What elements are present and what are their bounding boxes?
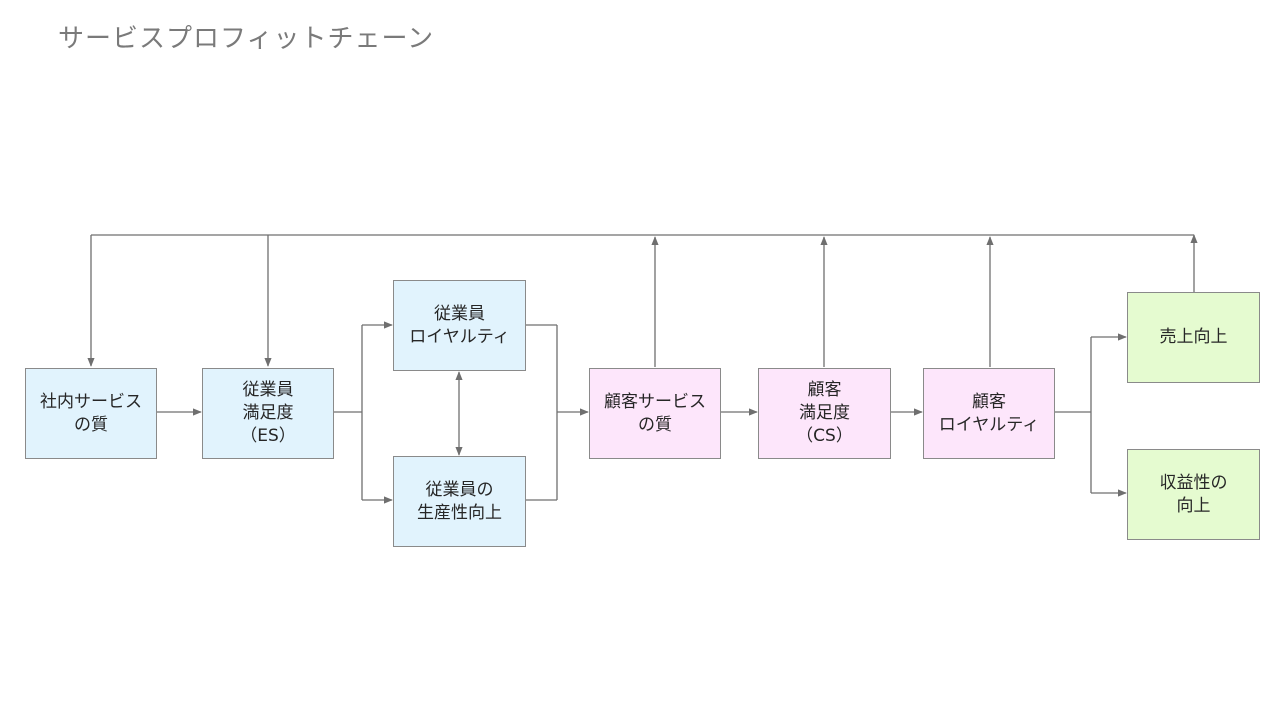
node-internal-service-quality: 社内サービス の質 [25, 368, 157, 459]
node-profitability-increase: 収益性の 向上 [1127, 449, 1260, 540]
node-employee-loyalty: 従業員 ロイヤルティ [393, 280, 526, 371]
page-title: サービスプロフィットチェーン [58, 24, 435, 54]
node-customer-satisfaction: 顧客 満足度 （CS） [758, 368, 891, 459]
node-customer-service-quality: 顧客サービス の質 [589, 368, 721, 459]
node-employee-productivity: 従業員の 生産性向上 [393, 456, 526, 547]
node-sales-increase: 売上向上 [1127, 292, 1260, 383]
node-employee-satisfaction: 従業員 満足度 （ES） [202, 368, 334, 459]
node-customer-loyalty: 顧客 ロイヤルティ [923, 368, 1055, 459]
